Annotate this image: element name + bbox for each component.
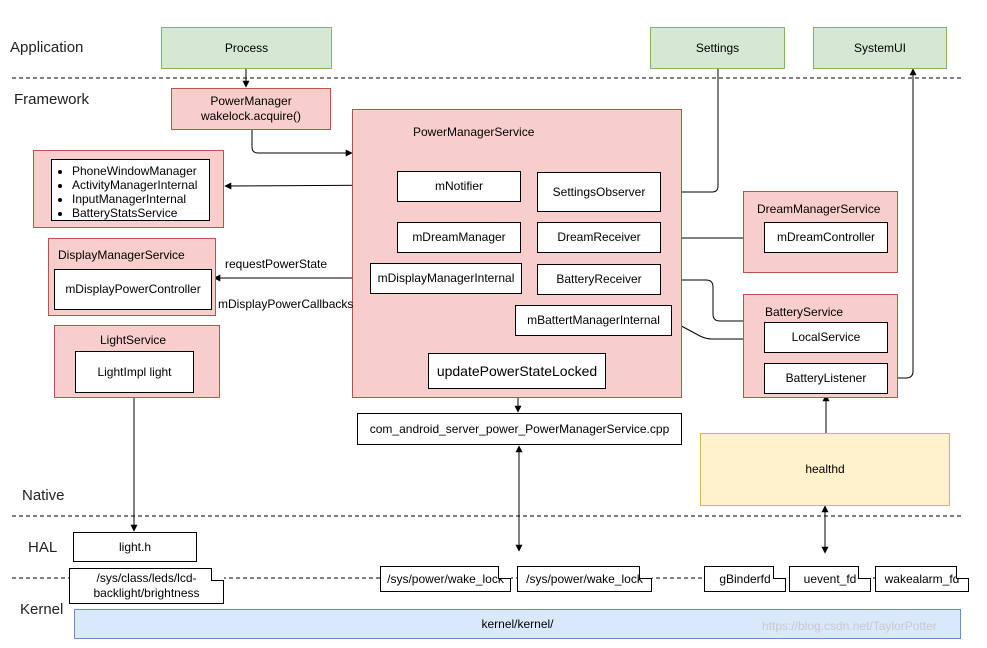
uevent-fd-file: uevent_fd [789, 566, 871, 592]
watermark: https://blog.csdn.net/TaylorPotter [762, 619, 937, 633]
dream-receiver-box: DreamReceiver [537, 222, 661, 253]
page-fold-icon [773, 566, 786, 579]
layer-label-framework: Framework [14, 91, 90, 108]
list-item: ActivityManagerInternal [72, 178, 209, 192]
settings-box: Settings [650, 27, 785, 69]
wakelock-acquire-label: wakelock.acquire() [200, 109, 302, 123]
systemui-box: SystemUI [813, 27, 947, 69]
page-fold-icon [498, 566, 511, 579]
power-manager-service-box: PowerManagerService [352, 109, 682, 398]
page-fold-icon [858, 566, 871, 579]
edge-batterymgr-localservice [671, 320, 765, 343]
light-h-box: light.h [73, 532, 197, 562]
list-item: PhoneWindowManager [72, 164, 209, 178]
battery-manager-internal-box: mBattertManagerInternal [515, 305, 672, 336]
display-manager-service-title: DisplayManagerService [58, 248, 185, 262]
gbinderfd-file: gBinderfd [704, 566, 786, 592]
light-service-title: LightService [100, 333, 167, 347]
wake-lock-file-1: /sys/power/wake_lock [380, 566, 511, 592]
display-power-controller-box: mDisplayPowerController [54, 269, 212, 310]
uevent-fd-label: uevent_fd [803, 571, 857, 586]
healthd-box: healthd [700, 433, 950, 506]
edge-batterylistener-systemui [890, 68, 917, 379]
settings-observer-box: SettingsObserver [537, 172, 661, 212]
dream-controller-box: mDreamController [764, 222, 888, 253]
layer-label-native: Native [22, 487, 65, 504]
edge-batteryservice-receiver [662, 276, 743, 322]
battery-receiver-box: BatteryReceiver [537, 264, 661, 295]
leds-path-line1: /sys/class/leds/lcd- [96, 571, 197, 585]
power-manager-box: PowerManager wakelock.acquire() [171, 88, 331, 130]
wake-lock-path-2: /sys/power/wake_lock [526, 571, 643, 586]
edge-powermanager-pms [251, 130, 353, 157]
update-power-state-locked-box: updatePowerStateLocked [428, 353, 606, 389]
leds-path-line2: backlight/brightness [93, 586, 200, 600]
page-fold-icon [211, 568, 224, 581]
gbinderfd-label: gBinderfd [719, 571, 771, 586]
wake-lock-path-1: /sys/power/wake_lock [387, 571, 504, 586]
dream-manager-box: mDreamManager [397, 222, 521, 253]
wakealarm-fd-file: wakealarm_fd [875, 566, 969, 592]
power-manager-label: PowerManager [210, 94, 292, 108]
wakealarm-fd-label: wakealarm_fd [884, 571, 960, 586]
process-box: Process [161, 27, 332, 69]
light-impl-box: LightImpl light [75, 351, 194, 393]
local-service-box: LocalService [764, 322, 888, 353]
notifier-box: mNotifier [397, 171, 521, 202]
list-item: InputManagerInternal [72, 192, 209, 206]
wake-lock-file-2: /sys/power/wake_lock [517, 566, 652, 592]
power-manager-service-title: PowerManagerService [413, 125, 535, 139]
notified-services-list: PhoneWindowManager ActivityManagerIntern… [51, 159, 210, 221]
display-manager-internal-box: mDisplayManagerInternal [370, 263, 522, 294]
page-fold-icon [639, 566, 652, 579]
leds-brightness-file: /sys/class/leds/lcd- backlight/brightnes… [69, 568, 224, 604]
request-power-state-label: requestPowerState [225, 257, 328, 271]
kernel-box: kernel/kernel/ [74, 609, 961, 639]
page-fold-icon [956, 566, 969, 579]
list-item: BatteryStatsService [72, 206, 209, 220]
layer-label-application: Application [10, 39, 84, 56]
dream-manager-service-title: DreamManagerService [757, 202, 881, 216]
jni-cpp-box: com_android_server_power_PowerManagerSer… [357, 413, 682, 445]
display-power-callbacks-label: mDisplayPowerCallbacks [218, 297, 354, 311]
layer-label-kernel: Kernel [20, 601, 64, 618]
edge-settings-observer [661, 69, 719, 196]
battery-service-title: BatteryService [765, 305, 844, 319]
layer-label-hal: HAL [28, 539, 58, 556]
battery-listener-box: BatteryListener [764, 363, 888, 394]
